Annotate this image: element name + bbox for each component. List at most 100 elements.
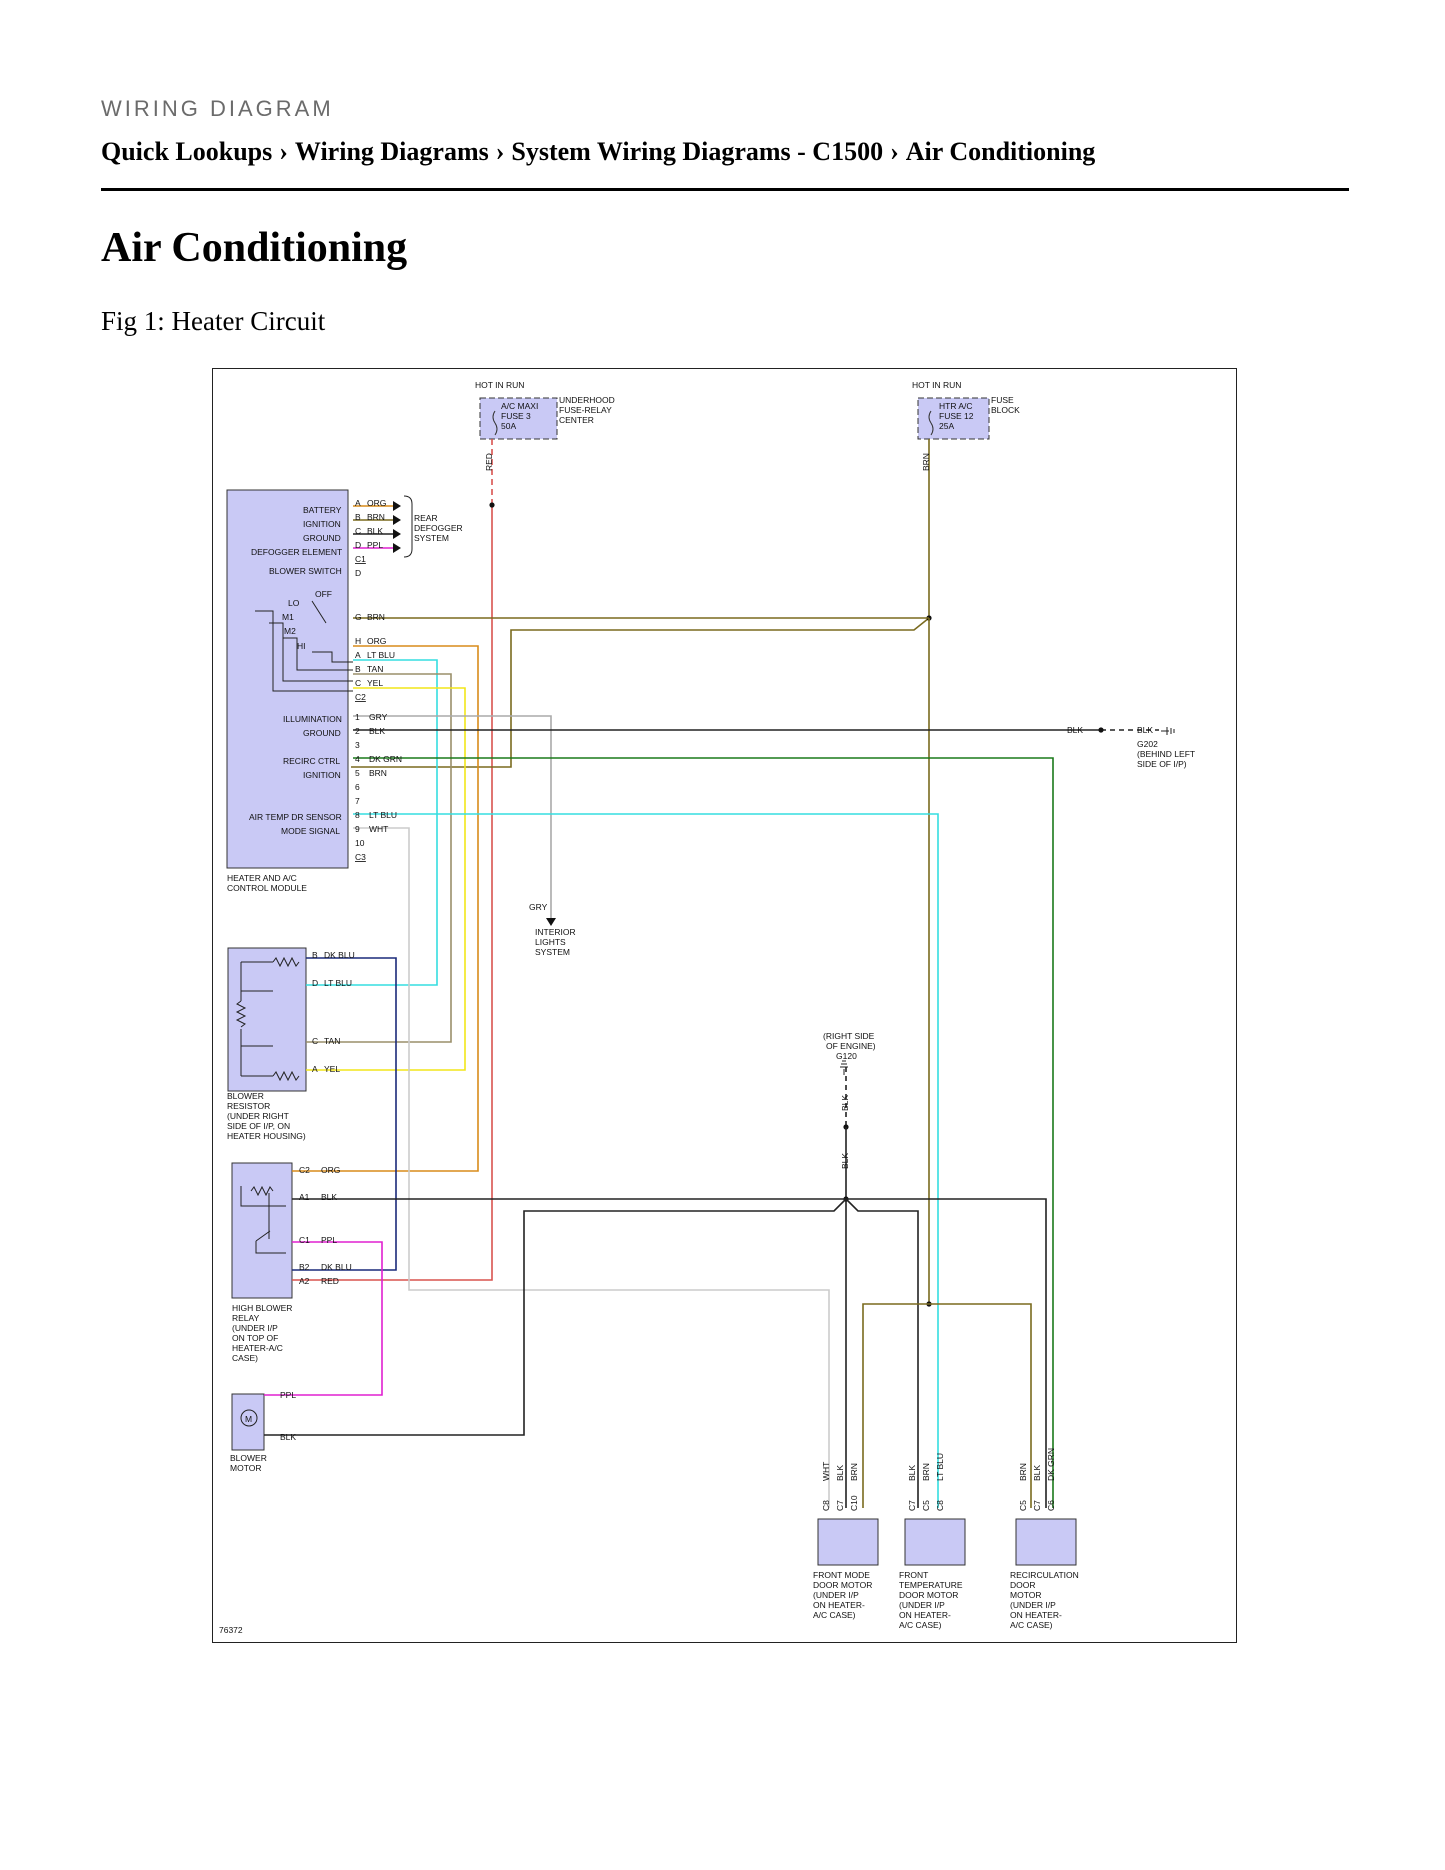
pin-id: A1 xyxy=(299,1192,310,1202)
wire-label: GRY xyxy=(369,712,388,722)
ground-label: SIDE OF I/P) xyxy=(1137,759,1187,769)
component-name: FRONT MODE xyxy=(813,1570,870,1580)
pin-id: 5 xyxy=(355,768,360,778)
wire-label: BRN xyxy=(921,453,931,471)
wire-label: PPL xyxy=(321,1235,337,1245)
interior-lights-label: INTERIOR xyxy=(535,927,576,937)
wire-label: GRY xyxy=(529,902,548,912)
high-blower-relay-box xyxy=(231,1162,293,1299)
pin-id: C6 xyxy=(1046,1500,1056,1511)
resistor-icon xyxy=(235,1000,247,1028)
wire-label: BLK xyxy=(280,1432,296,1442)
fuse-icon xyxy=(492,410,498,436)
wire-label: LT BLU xyxy=(367,650,395,660)
module-pin-label: IGNITION xyxy=(303,519,341,529)
pin-id: C xyxy=(312,1036,318,1046)
component-name: BLOWER xyxy=(230,1453,267,1463)
fuse-block-label: BLOCK xyxy=(991,405,1020,415)
ground-label: G120 xyxy=(836,1051,857,1061)
wire-label: LT BLU xyxy=(935,1453,945,1481)
switch-position: M1 xyxy=(282,612,294,622)
rear-defogger-label: REAR xyxy=(414,513,438,523)
wire-label: BRN xyxy=(849,1463,859,1481)
pin-id: 1 xyxy=(355,712,360,722)
wire-label: PPL xyxy=(367,540,383,550)
component-name: HEATER HOUSING) xyxy=(227,1131,306,1141)
wire-ltblu xyxy=(306,659,438,986)
component-name: RESISTOR xyxy=(227,1101,270,1111)
arrow-icon xyxy=(393,515,401,525)
wiring-diagram-figure: M HOT IN RUN HOT IN RUN A/C MAXI FUSE 3 … xyxy=(212,368,1237,1643)
component-name: (UNDER I/P xyxy=(899,1600,945,1610)
wire-label: BRN xyxy=(921,1463,931,1481)
pin-id: 6 xyxy=(355,782,360,792)
wire-label: BLK xyxy=(835,1465,845,1481)
wire-blk xyxy=(264,1198,847,1436)
wire-blk xyxy=(846,1198,1047,1508)
wiring-diagram: M HOT IN RUN HOT IN RUN A/C MAXI FUSE 3 … xyxy=(219,380,1195,1635)
wire-label: BRN xyxy=(367,512,385,522)
ground-icon xyxy=(840,1060,848,1075)
wire-label: DK BLU xyxy=(321,1262,352,1272)
pin-id: 7 xyxy=(355,796,360,806)
module-pin-label: AIR TEMP DR SENSOR xyxy=(249,812,342,822)
pin-id: C2 xyxy=(299,1165,310,1175)
ground-icon xyxy=(1161,727,1175,735)
interior-lights-label: SYSTEM xyxy=(535,947,570,957)
pin-id: A xyxy=(355,650,361,660)
module-pin-label: GROUND xyxy=(303,728,341,738)
wire-label: PPL xyxy=(280,1390,296,1400)
module-pin-label: GROUND xyxy=(303,533,341,543)
component-name: MOTOR xyxy=(1010,1590,1041,1600)
arrow-icon xyxy=(393,501,401,511)
breadcrumb-quick-lookups[interactable]: Quick Lookups xyxy=(101,137,273,166)
wire-label: TAN xyxy=(367,664,383,674)
figure-number: 76372 xyxy=(219,1625,243,1635)
switch-position: OFF xyxy=(315,589,332,599)
wire-label: BLK xyxy=(369,726,385,736)
wire-red xyxy=(292,505,493,1281)
component-name: HEATER AND A/C xyxy=(227,873,297,883)
fuse-label: 50A xyxy=(501,421,516,431)
component-name: ON HEATER- xyxy=(1010,1610,1062,1620)
splice-dot xyxy=(489,502,495,508)
wire-label: TAN xyxy=(324,1036,340,1046)
pin-id: C5 xyxy=(921,1500,931,1511)
pin-id: C xyxy=(355,678,361,688)
arrow-icon xyxy=(546,918,556,926)
pin-id: B xyxy=(355,664,361,674)
wire-label: DK GRN xyxy=(1046,1448,1056,1481)
wire-wht xyxy=(353,827,830,1508)
wire-tan xyxy=(306,673,452,1043)
component-name: DOOR xyxy=(1010,1580,1036,1590)
component-name: DOOR MOTOR xyxy=(899,1590,958,1600)
wire-label: BRN xyxy=(367,612,385,622)
fuse-label: 25A xyxy=(939,421,954,431)
component-name: HIGH BLOWER xyxy=(232,1303,292,1313)
breadcrumb-separator: › xyxy=(890,137,899,166)
pin-id: C xyxy=(355,526,361,536)
pin-id: D xyxy=(312,978,318,988)
module-pin-label: RECIRC CTRL xyxy=(283,756,340,766)
wire-dkgrn xyxy=(353,757,1054,1508)
wire-label: BLK xyxy=(1137,725,1153,735)
wire-brn xyxy=(862,1303,929,1508)
connector-id: C1 xyxy=(355,554,366,564)
connector-id: C3 xyxy=(355,852,366,862)
arrow-icon xyxy=(393,543,401,553)
breadcrumb-system-wiring-diagrams[interactable]: System Wiring Diagrams - C1500 xyxy=(511,137,884,166)
breadcrumb-air-conditioning[interactable]: Air Conditioning xyxy=(905,137,1096,166)
wire-brn xyxy=(351,439,930,768)
pin-id: D xyxy=(355,568,361,578)
wire-label: BLK xyxy=(321,1192,337,1202)
pin-id: 3 xyxy=(355,740,360,750)
pin-id: G xyxy=(355,612,362,622)
fuse-icon xyxy=(928,410,934,436)
component-name: (UNDER I/P xyxy=(1010,1600,1056,1610)
wire-label: ORG xyxy=(367,636,386,646)
component-name: SIDE OF I/P, ON xyxy=(227,1121,290,1131)
wire-label: BLK xyxy=(367,526,383,536)
component-name: DOOR MOTOR xyxy=(813,1580,872,1590)
breadcrumb-wiring-diagrams[interactable]: Wiring Diagrams xyxy=(294,137,489,166)
wire-label: BLK xyxy=(1032,1465,1042,1481)
